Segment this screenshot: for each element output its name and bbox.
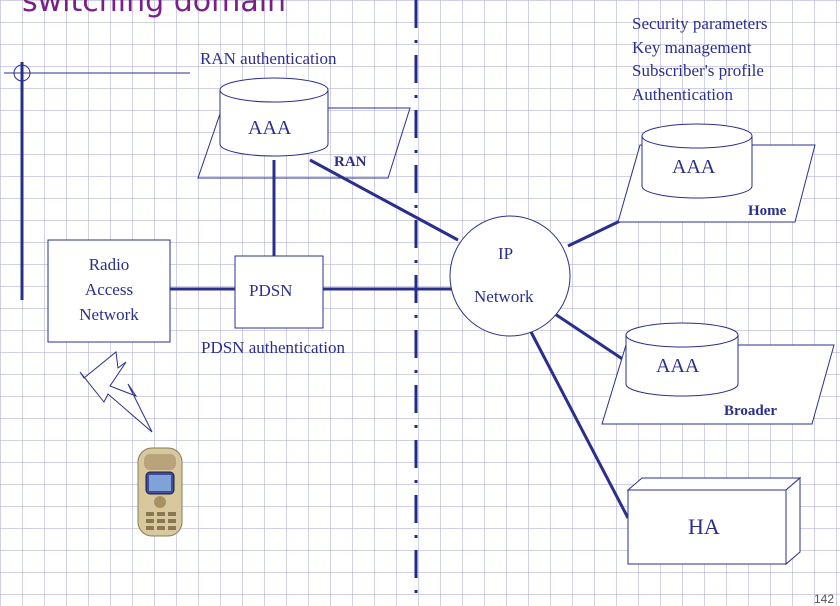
ran-domain-label: RAN <box>334 154 367 170</box>
param-security: Security parameters <box>632 14 768 33</box>
radio-access-network-label: Radio Access Network <box>48 252 170 327</box>
radio-label-line3: Network <box>79 305 139 324</box>
radio-label-line2: Access <box>84 280 134 299</box>
link-ran-ip <box>309 158 459 242</box>
network-label: Network <box>474 287 534 306</box>
radio-label-line1: Radio <box>88 255 130 274</box>
ran-aaa-node <box>197 77 411 179</box>
home-aaa-node <box>617 123 816 223</box>
ip-label: IP <box>498 244 514 263</box>
link-ip-ha <box>528 329 630 519</box>
ha-label: HA <box>688 514 720 539</box>
lightning-bolt-icon <box>79 351 153 433</box>
broader-aaa-label: AAA <box>656 355 700 377</box>
param-authentication: Authentication <box>632 84 734 104</box>
pdsn-label: PDSN <box>249 281 293 300</box>
broader-domain-label: Broader <box>724 403 778 419</box>
ran-authentication-label: RAN authentication <box>200 49 337 68</box>
ran-aaa-label: AAA <box>248 117 292 139</box>
slide-decoration <box>4 62 190 300</box>
mobile-phone-icon <box>137 447 183 537</box>
security-parameters-list: Security parameters Key management Subsc… <box>632 12 767 106</box>
ha-node <box>626 476 802 566</box>
ip-network-node <box>449 215 571 337</box>
pdsn-authentication-label: PDSN authentication <box>201 338 346 357</box>
radio-access-network-box <box>47 239 171 343</box>
slide-title: switching domain <box>22 0 287 19</box>
home-aaa-label: AAA <box>672 156 716 178</box>
param-key-management: Key management <box>632 37 752 57</box>
page-number: 142 <box>813 592 834 606</box>
pdsn-box <box>234 255 324 329</box>
home-domain-label: Home <box>748 203 787 219</box>
link-ip-broader <box>554 312 625 362</box>
broader-aaa-node <box>601 322 835 425</box>
param-subscriber-profile: Subscriber's profile <box>632 61 764 80</box>
